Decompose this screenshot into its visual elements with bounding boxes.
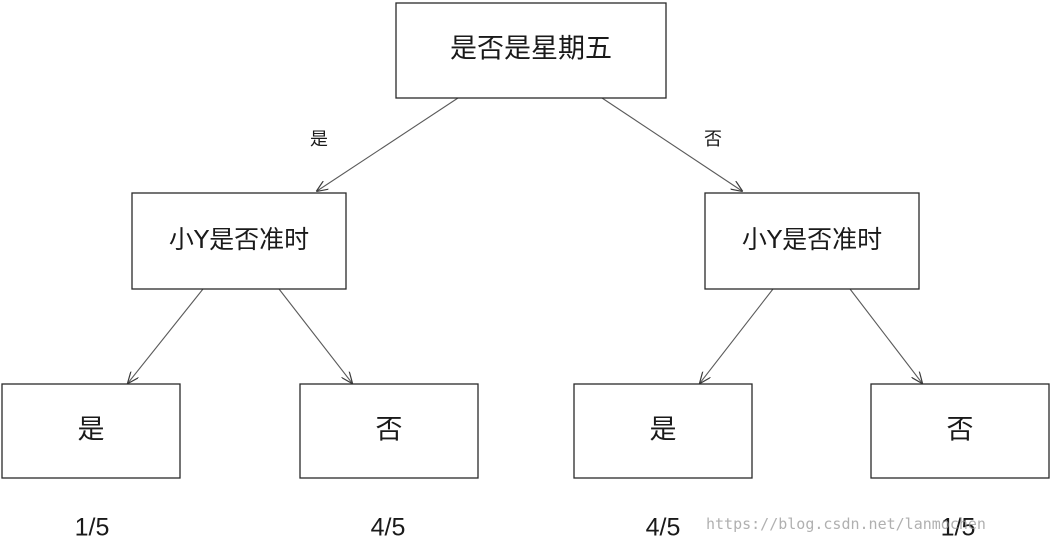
edge-label-no: 否 [704, 129, 722, 150]
edge-root-to-right [601, 97, 742, 191]
node-leaf-2: 否 [299, 383, 479, 479]
node-leaf-1-label: 是 [78, 415, 105, 446]
node-leaf-3: 是 [573, 383, 753, 479]
node-left-mid-label: 小Y是否准时 [169, 225, 309, 254]
probability-leaf-1: 1/5 [75, 514, 110, 542]
edge-right-to-leaf-4 [849, 288, 922, 383]
node-left-mid: 小Y是否准时 [131, 192, 347, 290]
edge-left-to-leaf-1 [128, 288, 204, 383]
node-root: 是否是星期五 [395, 2, 667, 99]
probability-leaf-3: 4/5 [646, 514, 681, 542]
edge-label-yes: 是 [310, 129, 328, 150]
node-leaf-4-label: 否 [947, 415, 974, 446]
node-leaf-2-label: 否 [376, 415, 403, 446]
edge-right-to-leaf-3 [700, 288, 774, 383]
node-leaf-1: 是 [1, 383, 181, 479]
edge-left-to-leaf-2 [278, 288, 352, 383]
probability-leaf-4: 1/5 [941, 514, 976, 542]
edge-root-to-left [317, 97, 459, 191]
node-right-mid: 小Y是否准时 [704, 192, 920, 290]
node-leaf-3-label: 是 [650, 415, 677, 446]
node-right-mid-label: 小Y是否准时 [742, 225, 882, 254]
node-root-label: 是否是星期五 [450, 34, 612, 65]
probability-leaf-2: 4/5 [371, 514, 406, 542]
node-leaf-4: 否 [870, 383, 1050, 479]
